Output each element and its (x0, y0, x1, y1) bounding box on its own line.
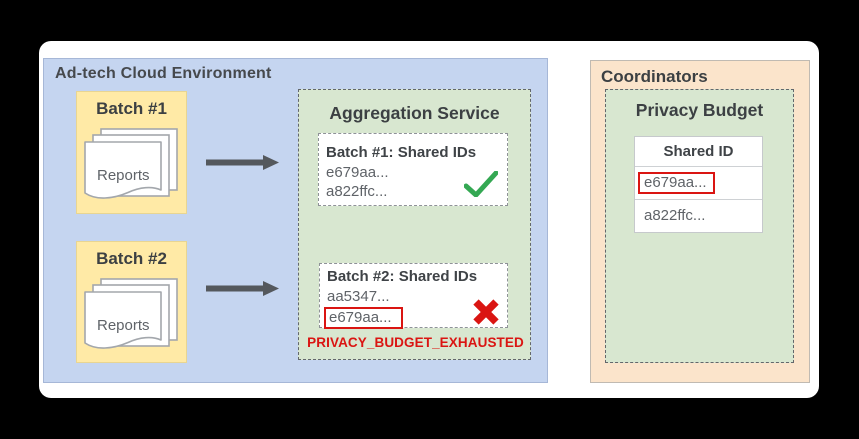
shared-id-value: aa5347... (327, 288, 390, 305)
batch-2-box: Batch #2 Reports (76, 241, 187, 363)
coordinators-label: Coordinators (601, 67, 708, 86)
reports-stack-2: Reports (84, 278, 179, 362)
batch-1-result-box: Batch #1: Shared IDs e679aa... a822ffc..… (318, 133, 508, 206)
reports-stack-1: Reports (84, 128, 179, 212)
reports-label-1: Reports (97, 167, 150, 184)
figure-surface: Ad-tech Cloud Environment Batch #1 Repor… (39, 41, 819, 398)
reports-stack-icon (84, 128, 178, 199)
batch-2-result-heading: Batch #2: Shared IDs (327, 268, 478, 285)
batch-1-title: Batch #1 (96, 99, 167, 118)
batch-1-box: Batch #1 Reports (76, 91, 187, 214)
success-check-icon (464, 171, 498, 197)
shared-id-value: e679aa... (326, 164, 389, 181)
flagged-shared-id-highlight: e679aa... (324, 307, 403, 329)
aggregation-service-box: Aggregation Service Batch #1: Shared IDs… (298, 89, 531, 360)
flagged-shared-id-highlight: e679aa... (638, 172, 715, 194)
batch-1-result-heading: Batch #1: Shared IDs (326, 144, 477, 161)
adtech-cloud-environment-box: Ad-tech Cloud Environment Batch #1 Repor… (43, 58, 548, 383)
aggregation-service-title: Aggregation Service (329, 103, 500, 123)
batch-2-title: Batch #2 (96, 249, 167, 268)
shared-id-value: a822ffc... (326, 183, 388, 200)
privacy-budget-title: Privacy Budget (635, 100, 764, 120)
arrow-right-icon (206, 281, 279, 296)
privacy-budget-box: Privacy Budget Shared ID e679aa... a822f… (605, 89, 794, 363)
reports-label-2: Reports (97, 317, 150, 334)
shared-id-table: Shared ID e679aa... a822ffc... (634, 136, 763, 233)
error-cross-icon (473, 299, 499, 325)
batch-2-result-box: Batch #2: Shared IDs aa5347... e679aa... (319, 263, 508, 329)
table-row: e679aa... (635, 167, 762, 200)
reports-stack-icon (84, 278, 178, 349)
coordinators-box: Coordinators Privacy Budget Shared ID e6… (590, 60, 810, 383)
arrow-right-icon (206, 155, 279, 170)
batch-2-flow-arrow (205, 279, 280, 298)
table-row: a822ffc... (644, 207, 706, 224)
batch-1-flow-arrow (205, 153, 280, 172)
shared-id-table-header: Shared ID (635, 137, 762, 167)
privacy-budget-exhausted-label: PRIVACY_BUDGET_EXHAUSTED (307, 335, 524, 350)
adtech-environment-label: Ad-tech Cloud Environment (55, 65, 272, 82)
